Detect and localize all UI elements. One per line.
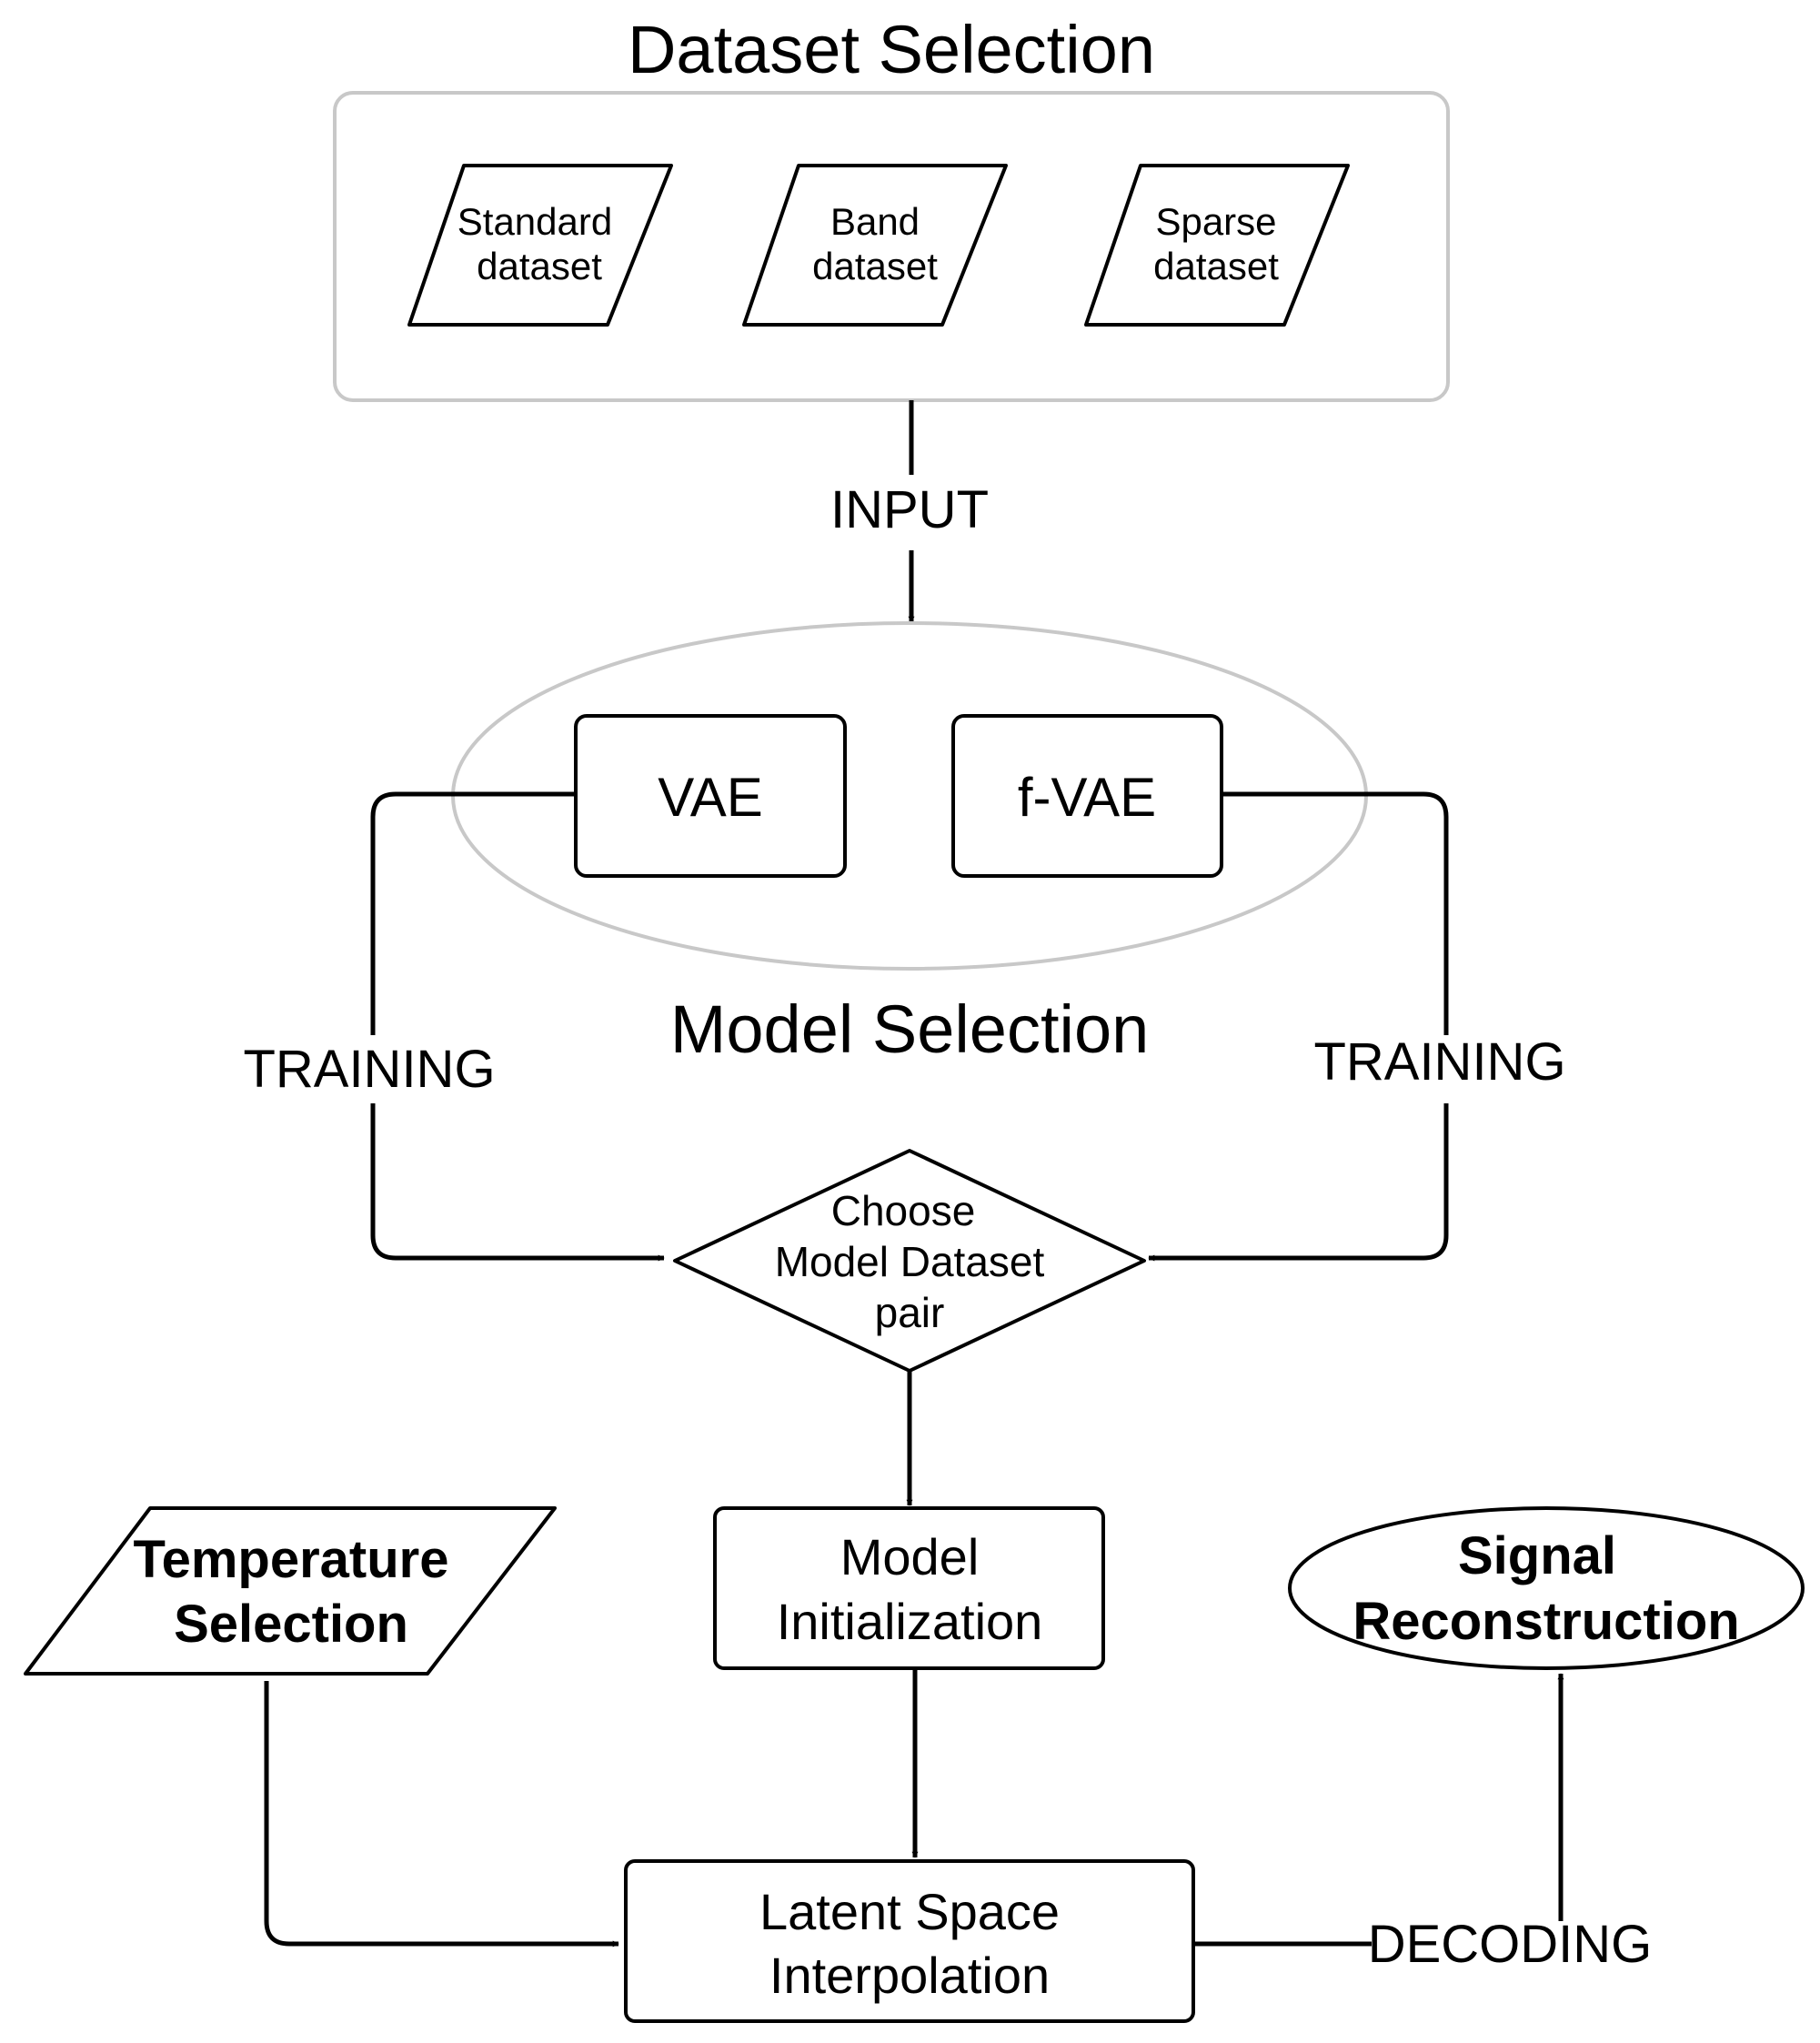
latent-label-line2: Interpolation [769,1947,1050,2004]
training-right-connector-top [1220,791,1449,1035]
signal-label-line2: Reconstruction [1352,1592,1739,1651]
model-init-box [713,1506,1105,1670]
dataset-band-label-line2: dataset [812,245,938,287]
dataset-band: Band dataset [742,164,1008,327]
training-right-connector-bottom [1148,1103,1449,1262]
dataset-sparse-shape [1084,164,1350,327]
model-selection-title: Model Selection [670,991,1150,1067]
training-left-label: TRAINING [243,1040,495,1099]
signal-ellipse [1288,1506,1805,1670]
dataset-sparse: Sparse dataset [1084,164,1350,327]
model-vae-box [574,714,847,878]
model-init-label-line2: Initialization [777,1593,1043,1650]
training-left-connector-bottom [370,1103,665,1262]
temperature-label-line2: Selection [174,1595,408,1654]
dataset-selection-group [333,91,1450,402]
dataset-standard-label-line1: Standard [458,200,612,243]
decision-node: Choose Model Dataset pair [673,1149,1146,1373]
dataset-sparse-label-line2: dataset [1153,245,1279,287]
temperature-node: Temperature Selection [24,1506,557,1676]
model-init-node: Model Initialization [713,1506,1105,1670]
training-right-label: TRAINING [1313,1032,1565,1092]
model-f-vae-box [951,714,1223,878]
latent-node: Latent Space Interpolation [624,1859,1195,2023]
model-f-vae-label: f-VAE [1018,767,1156,828]
decision-label-line3: pair [875,1289,945,1336]
decoding-label: DECODING [1368,1915,1653,1974]
dataset-band-shape [742,164,1008,327]
dataset-standard-label-line2: dataset [477,245,602,287]
signal-node: Signal Reconstruction [1288,1506,1805,1670]
dataset-band-label-line1: Band [830,200,920,243]
model-f-vae: f-VAE [951,714,1223,878]
decision-label-line1: Choose [831,1187,976,1234]
dataset-standard: Standard dataset [407,164,673,327]
dataset-sparse-label-line1: Sparse [1155,200,1276,243]
training-left-connector-top [370,791,576,1035]
decision-label-line2: Model Dataset [775,1238,1045,1285]
temperature-label-line1: Temperature [133,1530,448,1589]
input-label: INPUT [830,480,989,539]
latent-label-line1: Latent Space [759,1883,1060,1940]
signal-label-line1: Signal [1458,1526,1616,1585]
dataset-standard-shape [407,164,673,327]
latent-box [624,1859,1195,2023]
dataset-selection-title: Dataset Selection [628,12,1155,87]
model-vae: VAE [574,714,847,878]
model-init-label-line1: Model [840,1528,980,1585]
temperature-shape [24,1506,557,1676]
temperature-to-latent-arrow [264,1681,619,1947]
model-vae-label: VAE [658,767,763,828]
